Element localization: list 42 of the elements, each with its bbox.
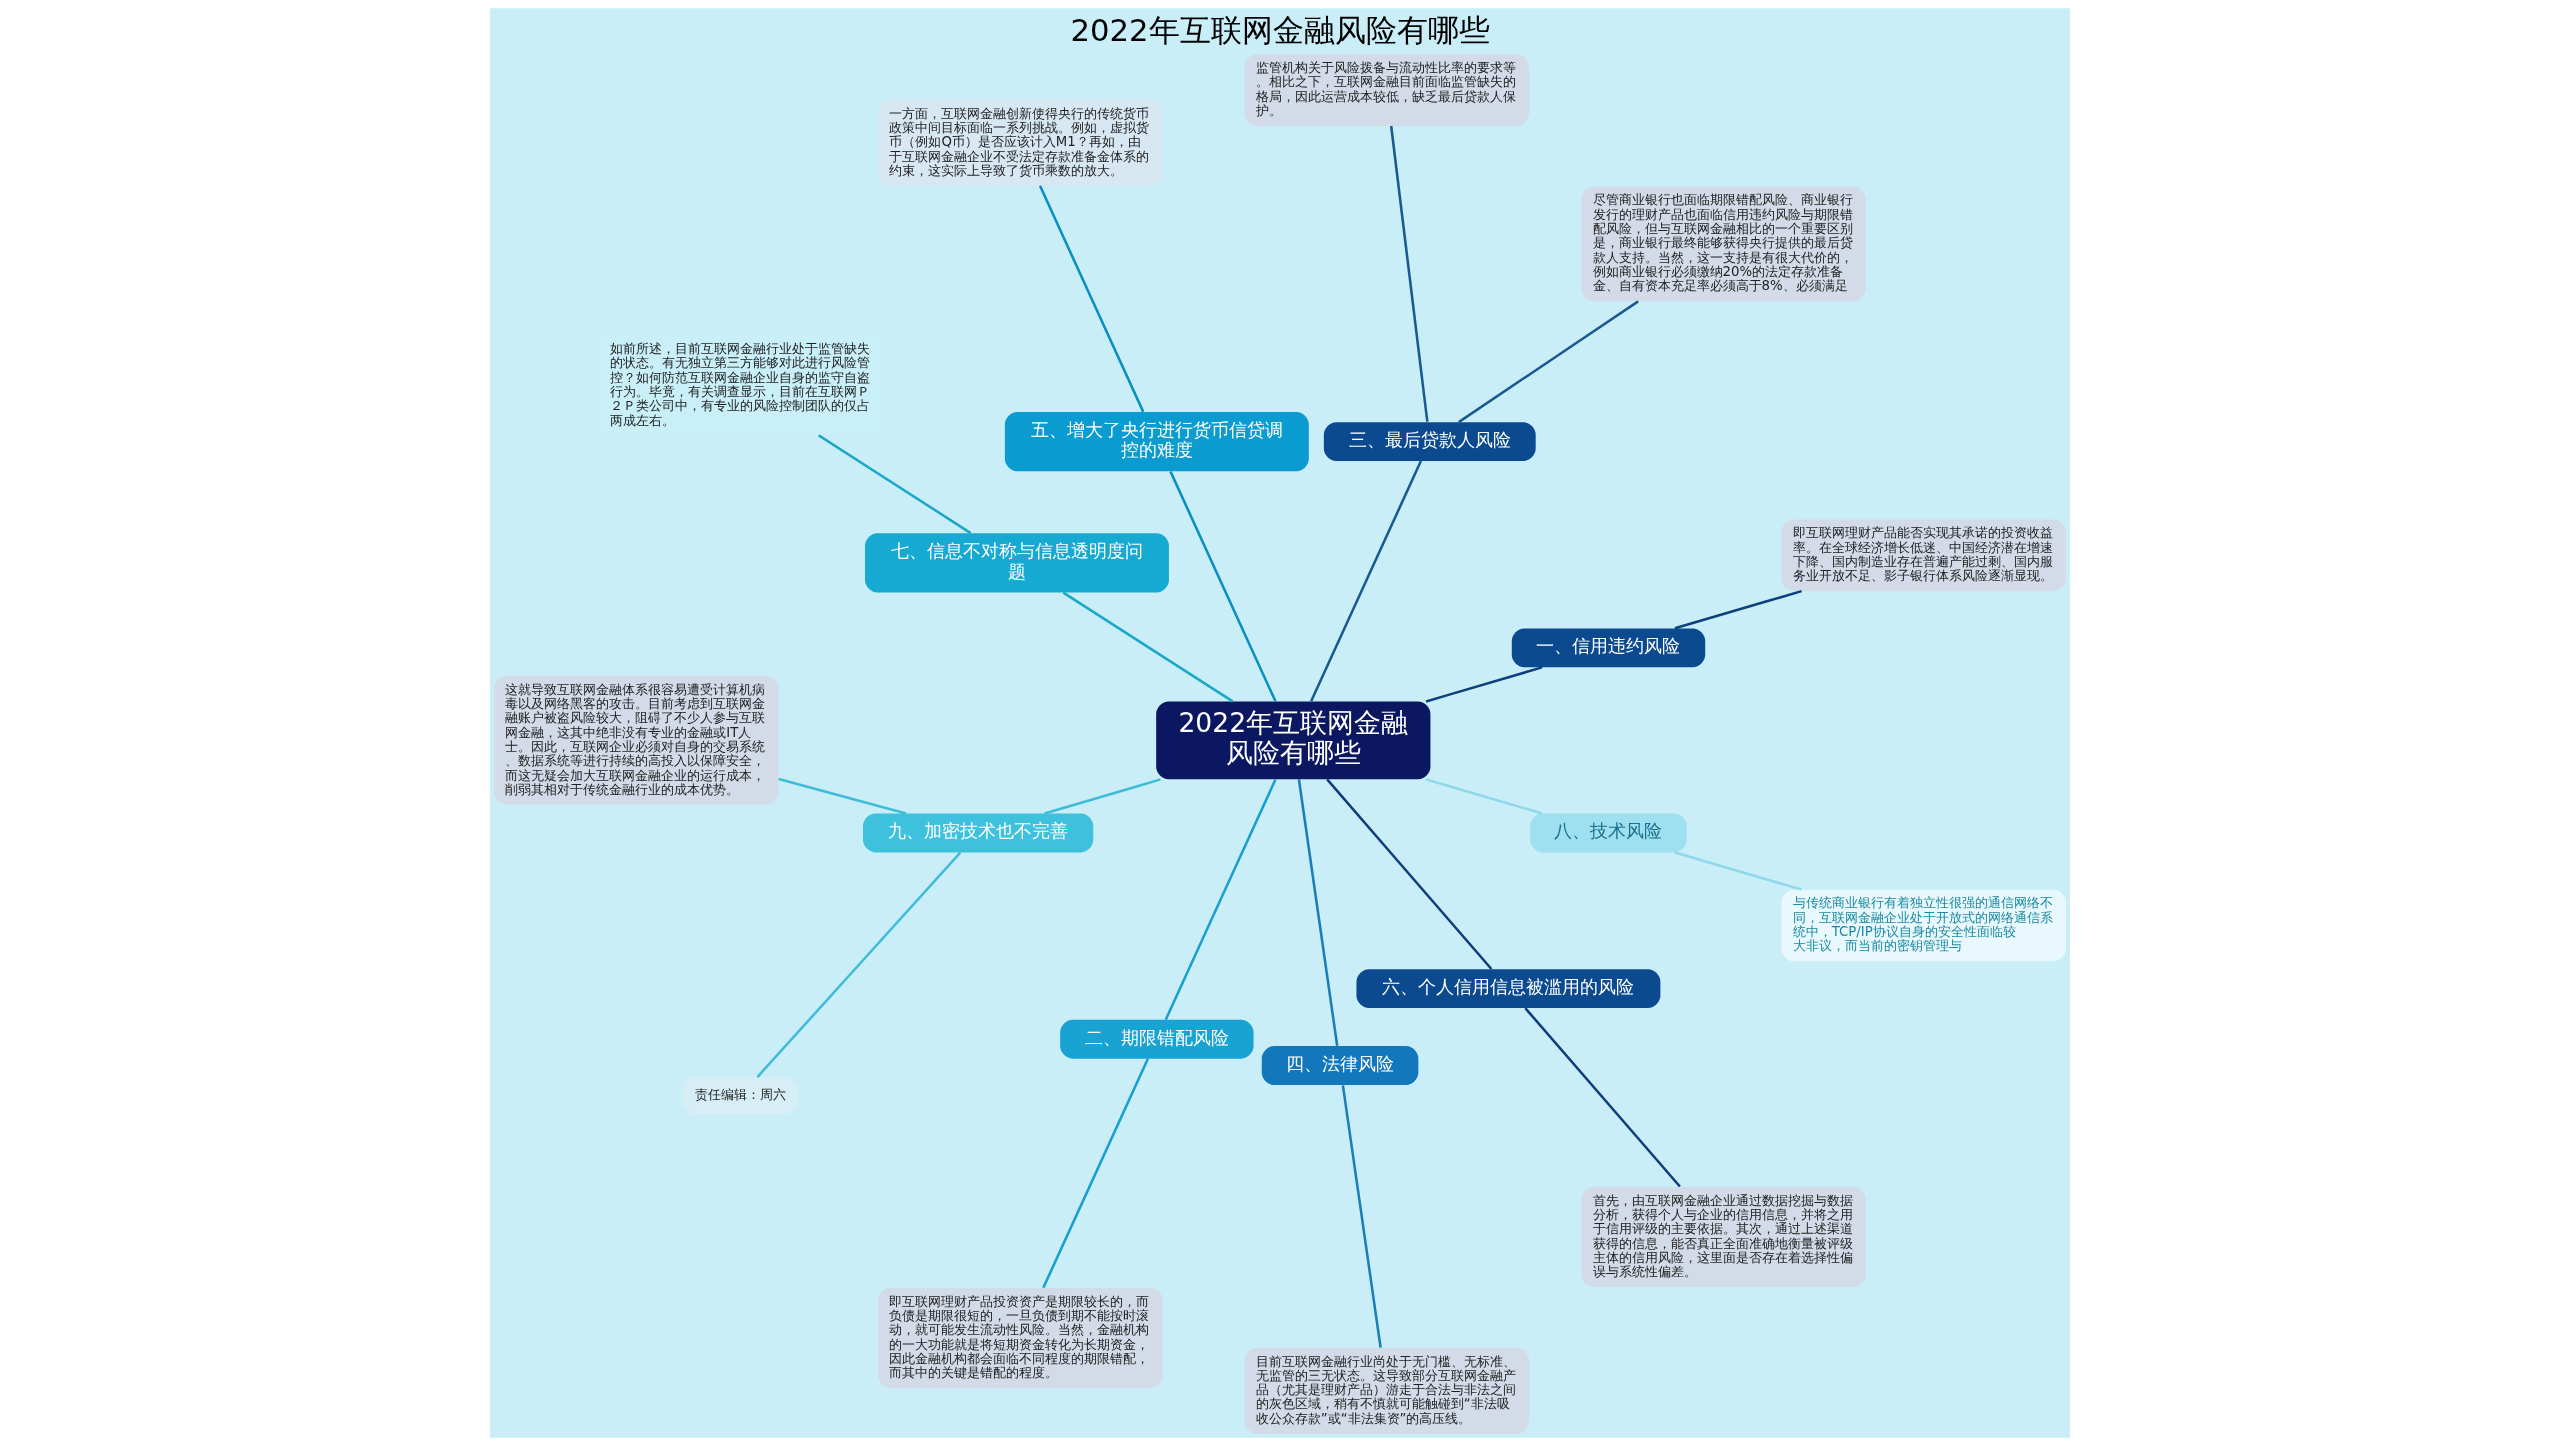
node-box: 目前互联网金融行业尚处于无门槛、无标准、无监管的三无状态。这导致部分互联网金融产品（尤其是理财产品）游走于合法与非法之间的灰色区域，稍有不慎就可能触碰到“非法吸收公众存款”或“非法集资”的高压线。: [1244, 1347, 1530, 1434]
connector: [1062, 591, 1234, 703]
diagram-title: 2022年互联网金融风险有哪些: [1070, 13, 1490, 48]
node-box: 九、加密技术也不完善: [863, 813, 1094, 853]
node-box: 与传统商业银行有着独立性很强的通信网络不同，互联网金融企业处于开放式的网络通信系统中，TCP/IP协议自身的安全性面临较大非议，而当前的密钥管理与: [1781, 889, 2066, 962]
node-box: 一方面，互联网金融创新使得央行的传统货币政策中间目标面临一系列挑战。例如，虚拟货币（例如Q币）是否应该计入M1？再如，由于互联网金融企业不受法定存款准备金体系的约束，这实际上导致了货币乘数的放大。: [878, 99, 1163, 186]
node-text: 如前所述，目前互联网金融行业处于监管缺失的状态。有无独立第三方能够对此进行风险管控？如何防范互联网金融企业自身的监守自盗行为。毕竟，有关调查显示，目前在互联网Ｐ２Ｐ类公司中，有专业的风险控制团队的仅占两成左右。: [609, 340, 870, 428]
node-box: 首先，由互联网金融企业通过数据挖掘与数据分析，获得个人与企业的信用信息，并将之用于信用评级的主要依据。其次，通过上述渠道获得的信息，能否真正全面准确地衡量被评级主体的信用风险，这里面是否存在着选择性偏误与系统性偏差。: [1581, 1186, 1866, 1288]
connector: [818, 434, 972, 535]
connector: [756, 851, 962, 1078]
connector: [1326, 778, 1493, 970]
connector: [1425, 778, 1543, 815]
node-box: 监管机构关于风险拨备与流动性比率的要求等。相比之下，互联网金融目前面临监管缺失的格局，因此运营成本较低，缺乏最后贷款人保护。: [1244, 54, 1530, 126]
connector: [1164, 778, 1277, 1021]
connector: [1341, 1085, 1382, 1348]
node-box: 即互联网理财产品投资资产是期限较长的，而负债是期限很短的，一旦负债到期不能按时滚动，就可能发生流动性风险。当然，金融机构的一大功能就是将短期资金转化为长期资金，因此金融机构都会面临不同程度的期限错配，而其中的关键是错配的程度。: [878, 1287, 1163, 1389]
node-box: 责任编辑：周六: [683, 1077, 798, 1114]
connector: [1674, 589, 1802, 630]
connector: [1169, 471, 1277, 702]
connector: [1674, 851, 1802, 891]
connector: [778, 777, 907, 815]
node-box: 三、最后贷款人风险: [1323, 422, 1536, 462]
connector: [1309, 460, 1423, 702]
node-box: 2022年互联网金融风险有哪些: [1156, 701, 1431, 780]
node-box: 六、个人信用信息被滥用的风险: [1356, 969, 1661, 1009]
node-box: 这就导致互联网金融体系很容易遭受计算机病毒以及网络黑客的攻击。目前考虑到互联网金融账户被盗风险较大，阻碍了不少人参与互联网金融，这其中绝非没有专业的金融或IT人士。因此，互联网企业必须对自身的交易系统、数据系统等进行持续的高投入以保障安全，而这无疑会加大互联网金融企业的运行成本，削弱其相对于传统金融行业的成本优势。: [494, 675, 779, 805]
node-box: 一、信用违约风险: [1511, 628, 1706, 668]
connector: [1042, 1058, 1150, 1289]
connector: [1297, 779, 1339, 1046]
node-box: 即互联网理财产品能否实现其承诺的投资收益率。在全球经济增长低迷、中国经济潜在增速下降、国内制造业存在普遍产能过剩、国内服务业开放不足、影子银行体系风险逐渐显现。: [1781, 519, 2066, 592]
node-box: 二、期限错配风险: [1060, 1019, 1254, 1059]
node-box: 尽管商业银行也面临期限错配风险、商业银行发行的理财产品也面临信用违约风险与期限错配风险，但与互联网金融相比的一个重要区别是，商业银行最终能够获得央行提供的最后贷款人支持。当然，这一支持是有很大代价的，例如商业银行必须缴纳20%的法定存款准备金、自有资本充足率必须高于8%、必须满足: [1581, 186, 1866, 302]
connector: [1425, 666, 1543, 703]
node-box: 四、法律风险: [1261, 1046, 1419, 1085]
connector: [1044, 778, 1161, 815]
node-box: 八、技术风险: [1530, 813, 1687, 853]
connector: [1458, 300, 1639, 424]
connector: [1038, 185, 1145, 413]
node-box: 五、增大了央行进行货币信贷调控的难度: [1004, 411, 1309, 472]
connector: [1389, 125, 1429, 422]
node-box: 七、信息不对称与信息透明度问题: [865, 533, 1169, 593]
connector: [1524, 1007, 1681, 1188]
